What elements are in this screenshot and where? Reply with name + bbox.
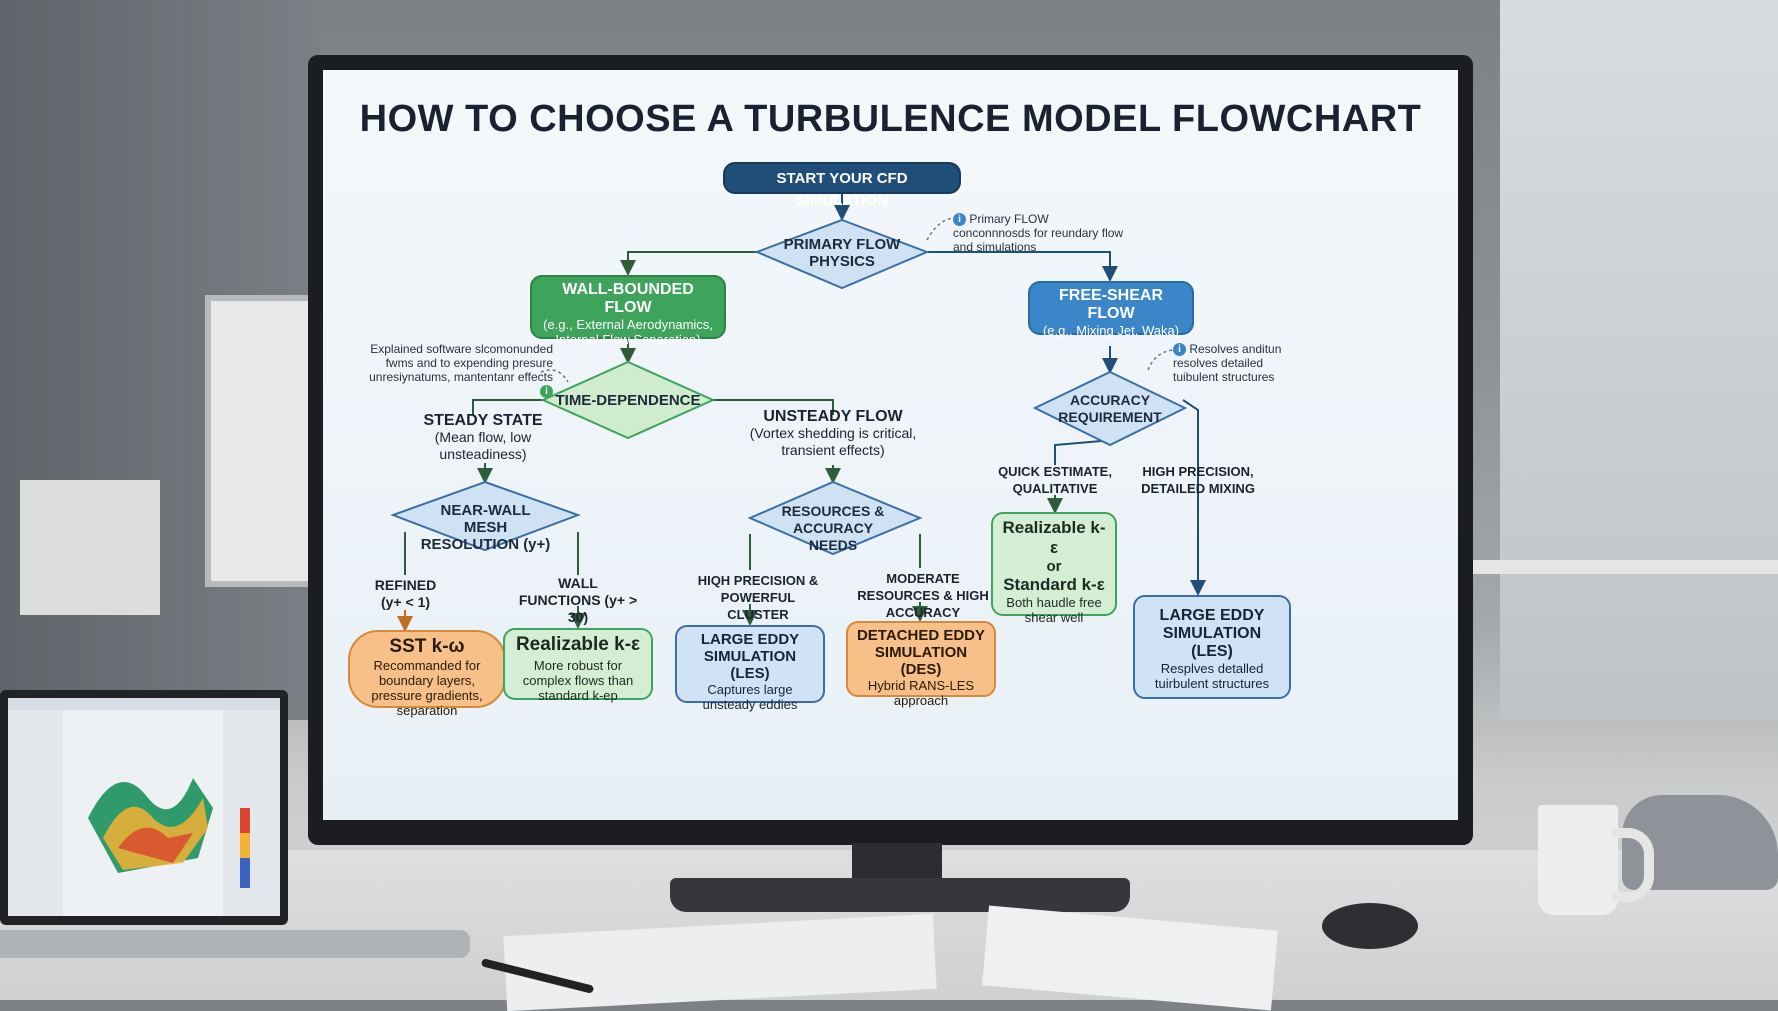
resources-label: RESOURCES & ACCURACY NEEDS	[773, 503, 893, 554]
laptop-keyboard-base	[0, 930, 470, 958]
coffee-mug-handle	[1612, 828, 1654, 902]
wall-bounded-sub: (e.g., External Aerodynamics, Internal F…	[538, 317, 718, 347]
info-icon: i	[1173, 343, 1186, 356]
free-shear-node: FREE-SHEAR FLOW (e.g., Mixing Jet, Waka)	[1028, 281, 1194, 335]
quick-estimate-label: QUICK ESTIMATE, QUALITATIVE	[995, 463, 1115, 497]
realizable-wall-node: Realizable k-ε More robust for complex f…	[503, 628, 653, 700]
start-node-label: START YOUR CFD SIMULATION	[776, 170, 907, 209]
des-sub: Hybrid RANS-LES approach	[854, 678, 988, 708]
wall-functions-label: WALL FUNCTIONS (y+ > 30)	[518, 575, 638, 626]
realizable-shear-title1: Realizable k-ε	[999, 518, 1109, 558]
laptop-display	[8, 698, 280, 916]
accuracy-requirement-label: ACCURACY REQUIREMENT	[1055, 392, 1165, 426]
high-precision-cluster-label: HIQH PRECISION & POWERFUL CLUSTER	[693, 572, 823, 623]
primary-note-text: Primary FLOW conconnnosds for reundary f…	[953, 212, 1123, 254]
connector-primary-wall	[628, 252, 757, 272]
computer-mouse	[1322, 903, 1418, 949]
les-right-node: LARGE EDDY SIMULATION (LES) Resplves det…	[1133, 595, 1291, 699]
les-center-sub: Captures large unsteady eddies	[683, 682, 817, 712]
free-shear-sub: (e.g., Mixing Jet, Waka)	[1036, 323, 1186, 338]
realizable-wall-sub: More robust for complex flows than stand…	[511, 658, 645, 703]
background-whiteboard	[205, 295, 322, 587]
wall-bounded-node: WALL-BOUNDED FLOW (e.g., External Aerody…	[530, 275, 726, 339]
connector-accuracy-quick	[1055, 440, 1113, 465]
background-boxes	[20, 480, 160, 615]
laptop-3d-surface-plot	[8, 698, 280, 916]
les-center-title: LARGE EDDY SIMULATION (LES)	[683, 631, 817, 682]
monitor-screen: HOW TO CHOOSE A TURBULENCE MODEL FLOWCHA…	[323, 70, 1458, 820]
realizable-shear-or: or	[999, 558, 1109, 575]
high-precision-mixing-label: HIGH PRECISION, DETAILED MIXING	[1138, 463, 1258, 497]
les-right-title: LARGE EDDY SIMULATION (LES)	[1141, 607, 1283, 661]
laptop-screen	[0, 690, 288, 925]
steady-state-title: STEADY STATE	[423, 412, 542, 429]
time-dependence-label: TIME-DEPENDENCE	[548, 392, 708, 409]
realizable-shear-node: Realizable k-ε or Standard k-ε Both haud…	[991, 512, 1117, 616]
flowchart-title: HOW TO CHOOSE A TURBULENCE MODEL FLOWCHA…	[323, 98, 1458, 141]
free-shear-title: FREE-SHEAR FLOW	[1036, 287, 1186, 323]
sst-node: SST k-ω Recommanded for boundary layers,…	[348, 630, 506, 708]
time-note: Explained software slcomonunded fwms and…	[353, 342, 553, 398]
info-icon: i	[953, 213, 966, 226]
steady-state-sub: (Mean flow, low unsteadiness)	[413, 429, 553, 463]
note-leader-primary	[927, 218, 953, 240]
monitor-stand-neck	[852, 843, 942, 881]
accuracy-note: i Resolves anditun resolves detailed tui…	[1173, 342, 1293, 384]
les-center-node: LARGE EDDY SIMULATION (LES) Captures lar…	[675, 625, 825, 703]
unsteady-flow-title: UNSTEADY FLOW	[763, 408, 902, 425]
background-window	[1500, 0, 1778, 720]
unsteady-flow-label: UNSTEADY FLOW (Vortex shedding is critic…	[743, 408, 923, 459]
realizable-shear-title2: Standard k-ε	[999, 575, 1109, 595]
laptop	[0, 690, 300, 940]
sst-title: SST k-ω	[356, 636, 498, 658]
realizable-wall-title: Realizable k-ε	[511, 634, 645, 656]
accuracy-note-text: Resolves anditun resolves detailed tuibu…	[1173, 342, 1281, 384]
coffee-mug	[1538, 805, 1618, 915]
note-leader-accuracy	[1148, 350, 1173, 370]
sst-sub: Recommanded for boundary layers, pressur…	[356, 658, 498, 718]
monitor-stand-base	[670, 878, 1130, 912]
unsteady-flow-sub: (Vortex shedding is critical, transient …	[743, 425, 923, 459]
connector-primary-free	[927, 252, 1110, 278]
moderate-resources-label: MODERATE RESOURCES & HIGH ACCURACY	[848, 570, 998, 621]
des-title: DETACHED EDDY SIMULATION (DES)	[854, 627, 988, 678]
steady-state-label: STEADY STATE (Mean flow, low unsteadines…	[413, 412, 553, 463]
des-node: DETACHED EDDY SIMULATION (DES) Hybrid RA…	[846, 621, 996, 697]
time-note-text: Explained software slcomonunded fwms and…	[369, 342, 553, 384]
primary-flow-label: PRIMARY FLOW PHYSICS	[782, 236, 902, 270]
primary-note: i Primary FLOW conconnnosds for reundary…	[953, 212, 1128, 254]
near-wall-label: NEAR-WALL MESH RESOLUTION (y+)	[418, 502, 553, 553]
les-right-sub: Resplves detalled tuirbulent structures	[1141, 661, 1283, 691]
start-node: START YOUR CFD SIMULATION	[723, 162, 961, 194]
background-shelf	[1470, 560, 1778, 574]
wall-bounded-title: WALL-BOUNDED FLOW	[538, 281, 718, 317]
refined-label: REFINED (y+ < 1)	[368, 577, 443, 611]
monitor: HOW TO CHOOSE A TURBULENCE MODEL FLOWCHA…	[308, 55, 1473, 845]
realizable-shear-sub: Both haudle free shear well	[999, 595, 1109, 625]
